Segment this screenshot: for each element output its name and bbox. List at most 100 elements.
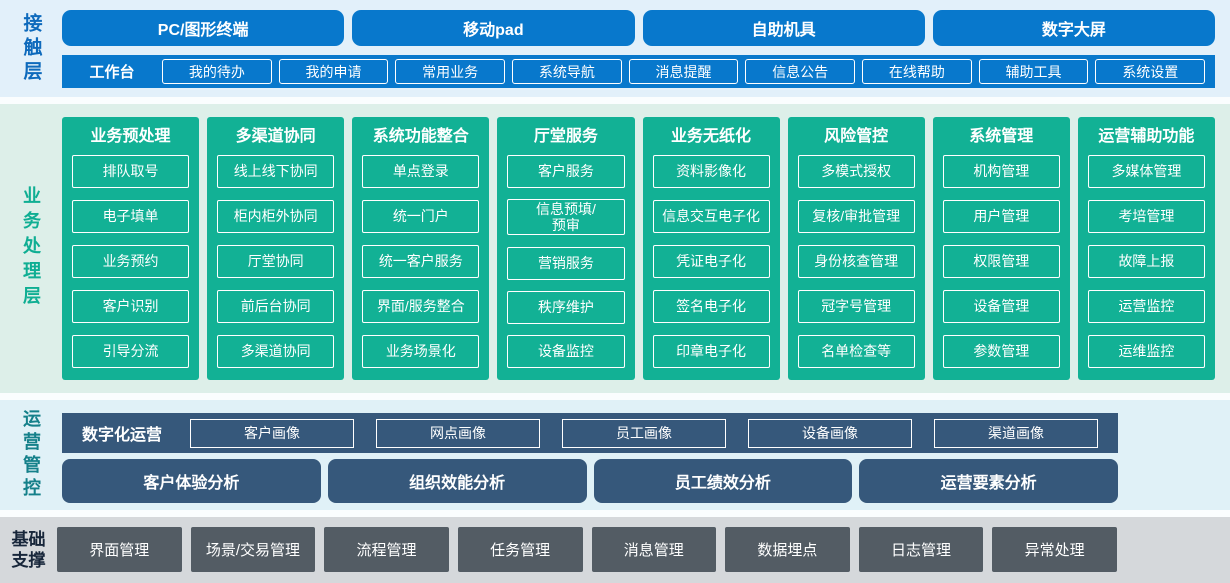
business-column: 多渠道协同 线上线下协同柜内柜外协同厅堂协同前后台协同多渠道协同 [207, 117, 345, 380]
workbench-item[interactable]: 消息提醒 [628, 59, 739, 85]
business-item[interactable]: 印章电子化 [652, 335, 770, 368]
digital-operation-label: 数字化运营 [82, 427, 163, 444]
digital-operation-items: 客户画像网点画像员工画像设备画像渠道画像 [190, 418, 1099, 448]
business-item[interactable]: 单点登录 [362, 155, 480, 188]
workbench-item[interactable]: 我的待办 [162, 59, 272, 85]
business-item[interactable]: 厅堂协同 [217, 245, 335, 278]
workbench-item[interactable]: 系统设置 [1095, 59, 1206, 85]
business-item[interactable]: 业务场景化 [362, 335, 480, 368]
business-item[interactable]: 冠字号管理 [797, 290, 915, 323]
business-processing-layer: 业务处理层 业务预处理 排队取号电子填单业务预约客户识别引导分流 多渠道协同 线… [0, 104, 1230, 393]
workbench-item[interactable]: 信息公告 [745, 59, 856, 85]
foundation-button[interactable]: 消息管理 [591, 527, 717, 572]
foundation-button[interactable]: 日志管理 [858, 527, 984, 572]
portrait-item[interactable]: 设备画像 [748, 418, 913, 448]
business-item[interactable]: 排队取号 [72, 155, 190, 188]
business-item[interactable]: 运营监控 [1087, 290, 1205, 323]
foundation-button[interactable]: 数据埋点 [725, 527, 850, 572]
workbench-item[interactable]: 常用业务 [395, 59, 506, 85]
business-column-title: 厅堂服务 [533, 128, 598, 145]
business-column: 风险管控 多模式授权复核/审批管理身份核查管理冠字号管理名单检查等 [787, 117, 925, 380]
section-divider [0, 510, 1230, 517]
foundation-layer-body: 界面管理场景/交易管理流程管理任务管理消息管理数据埋点日志管理异常处理 [57, 517, 1230, 583]
business-item[interactable]: 设备管理 [942, 290, 1060, 323]
terminal-button[interactable]: PC/图形终端 [62, 10, 345, 47]
foundation-button[interactable]: 场景/交易管理 [190, 527, 316, 572]
portrait-item[interactable]: 渠道画像 [934, 418, 1099, 448]
business-column-items: 排队取号电子填单业务预约客户识别引导分流 [72, 155, 190, 368]
business-item[interactable]: 多渠道协同 [217, 335, 335, 368]
business-item[interactable]: 多模式授权 [797, 155, 915, 188]
business-item[interactable]: 电子填单 [72, 200, 190, 233]
workbench-item[interactable]: 辅助工具 [978, 59, 1089, 85]
business-item[interactable]: 客户服务 [507, 155, 625, 188]
business-item[interactable]: 用户管理 [942, 200, 1060, 233]
foundation-button[interactable]: 流程管理 [324, 527, 449, 572]
business-item[interactable]: 引导分流 [72, 335, 190, 368]
business-layer-body: 业务预处理 排队取号电子填单业务预约客户识别引导分流 多渠道协同 线上线下协同柜… [62, 104, 1230, 393]
business-column-items: 资料影像化信息交互电子化凭证电子化签名电子化印章电子化 [652, 155, 770, 368]
foundation-support-layer: 基础 支撑 界面管理场景/交易管理流程管理任务管理消息管理数据埋点日志管理异常处… [0, 517, 1230, 583]
business-column-items: 机构管理用户管理权限管理设备管理参数管理 [942, 155, 1060, 368]
business-column: 系统管理 机构管理用户管理权限管理设备管理参数管理 [932, 117, 1070, 380]
foundation-button[interactable]: 任务管理 [457, 527, 583, 572]
business-item[interactable]: 复核/审批管理 [797, 200, 915, 233]
business-item[interactable]: 参数管理 [942, 335, 1060, 368]
terminal-button[interactable]: 数字大屏 [932, 10, 1215, 47]
business-item[interactable]: 业务预约 [72, 245, 190, 278]
business-item[interactable]: 故障上报 [1087, 245, 1205, 278]
business-column: 运营辅助功能 多媒体管理考培管理故障上报运营监控运维监控 [1077, 117, 1215, 380]
business-item[interactable]: 权限管理 [942, 245, 1060, 278]
business-item[interactable]: 统一客户服务 [362, 245, 480, 278]
business-column-title: 系统功能整合 [372, 128, 469, 145]
foundation-button[interactable]: 界面管理 [57, 527, 182, 572]
business-column-items: 客户服务信息预填/ 预审营销服务秩序维护设备监控 [507, 155, 625, 368]
portrait-item[interactable]: 客户画像 [190, 418, 355, 448]
business-item[interactable]: 界面/服务整合 [362, 290, 480, 323]
business-item[interactable]: 考培管理 [1087, 200, 1205, 233]
business-item[interactable]: 客户识别 [72, 290, 190, 323]
business-column: 厅堂服务 客户服务信息预填/ 预审营销服务秩序维护设备监控 [497, 117, 635, 380]
business-item[interactable]: 机构管理 [942, 155, 1060, 188]
business-column: 业务无纸化 资料影像化信息交互电子化凭证电子化签名电子化印章电子化 [642, 117, 780, 380]
business-item[interactable]: 前后台协同 [217, 290, 335, 323]
business-item[interactable]: 营销服务 [507, 246, 625, 280]
business-item[interactable]: 凭证电子化 [652, 245, 770, 278]
business-item[interactable]: 多媒体管理 [1087, 155, 1205, 188]
section-divider [0, 97, 1230, 104]
analysis-button[interactable]: 客户体验分析 [62, 459, 321, 503]
workbench-item[interactable]: 系统导航 [512, 59, 622, 85]
portrait-item[interactable]: 员工画像 [562, 418, 727, 448]
business-column-title: 系统管理 [969, 128, 1034, 145]
business-column-title: 风险管控 [824, 128, 889, 145]
business-item[interactable]: 信息交互电子化 [652, 200, 770, 233]
operation-layer-label: 运营管控 [21, 409, 41, 501]
analysis-button[interactable]: 组织效能分析 [327, 459, 587, 503]
portrait-item[interactable]: 网点画像 [376, 418, 541, 448]
workbench-item[interactable]: 我的申请 [278, 59, 389, 85]
business-layer-label: 业务处理层 [21, 186, 41, 311]
business-item[interactable]: 资料影像化 [652, 155, 770, 188]
business-item[interactable]: 名单检查等 [797, 335, 915, 368]
analysis-button[interactable]: 员工绩效分析 [593, 459, 853, 503]
contact-layer-label: 接触层 [20, 12, 42, 85]
business-item[interactable]: 设备监控 [507, 335, 625, 368]
business-item[interactable]: 运维监控 [1087, 335, 1205, 368]
business-column-items: 单点登录统一门户统一客户服务界面/服务整合业务场景化 [362, 155, 480, 368]
foundation-layer-label: 基础 支撑 [11, 529, 46, 570]
terminal-button[interactable]: 自助机具 [642, 10, 925, 47]
business-item[interactable]: 信息预填/ 预审 [507, 199, 625, 236]
foundation-button[interactable]: 异常处理 [992, 527, 1117, 572]
analysis-button[interactable]: 运营要素分析 [859, 459, 1118, 503]
terminal-button[interactable]: 移动pad [352, 10, 635, 47]
business-item[interactable]: 秩序维护 [507, 290, 625, 324]
business-item[interactable]: 柜内柜外协同 [217, 200, 335, 233]
business-item[interactable]: 身份核查管理 [797, 245, 915, 278]
business-item[interactable]: 签名电子化 [652, 290, 770, 323]
business-column: 业务预处理 排队取号电子填单业务预约客户识别引导分流 [62, 117, 200, 380]
business-item[interactable]: 线上线下协同 [217, 155, 335, 188]
workbench-item[interactable]: 在线帮助 [862, 59, 972, 85]
business-item[interactable]: 统一门户 [362, 200, 480, 233]
